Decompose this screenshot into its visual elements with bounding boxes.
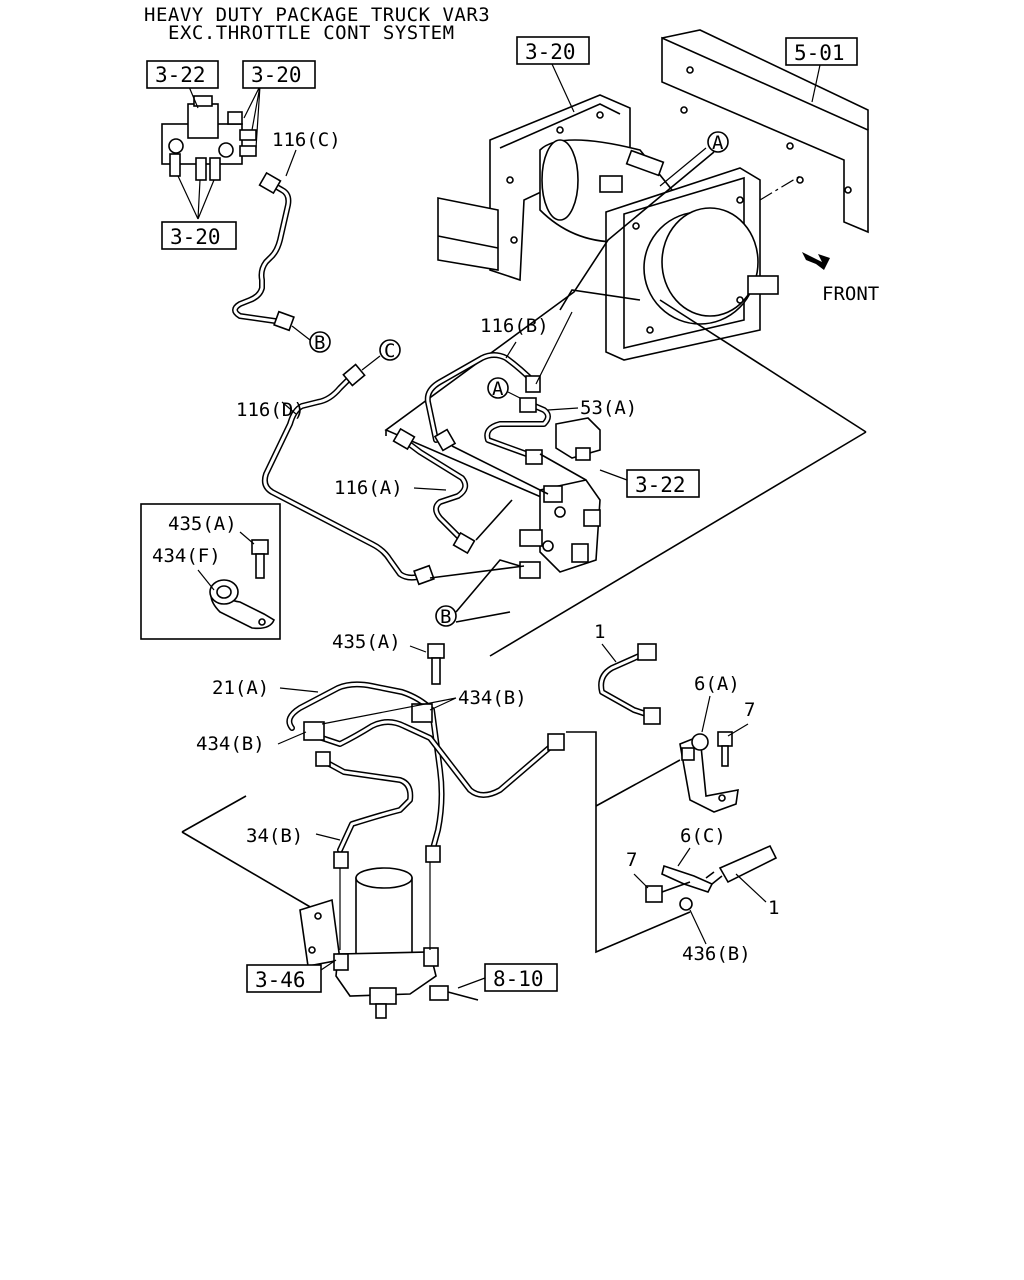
air-dryer <box>299 867 439 1019</box>
hose-1-top <box>598 643 661 725</box>
ref-box-3-22-mid[interactable]: 3-22 <box>626 469 700 498</box>
valve-assembly-top-left <box>161 95 257 181</box>
pipe-116c <box>232 171 295 332</box>
callout-letter: B <box>314 332 325 354</box>
ref-box-3-20-top-left[interactable]: 3-20 <box>242 60 316 89</box>
ref-box-5-01[interactable]: 5-01 <box>785 37 858 66</box>
label-434b-right: 434(B) <box>458 687 527 709</box>
ref-box-3-22-top[interactable]: 3-22 <box>146 60 219 89</box>
valve-block-middle <box>519 479 601 579</box>
label-21a: 21(A) <box>212 677 269 699</box>
inset-clip-detail: 435(A) 434(F) <box>140 503 281 640</box>
callout-a-top: A <box>707 131 729 154</box>
ref-label: 3-20 <box>170 225 221 249</box>
label-434b-left: 434(B) <box>196 733 265 755</box>
label-7-top: 7 <box>744 699 755 721</box>
label-6a: 6(A) <box>694 673 740 695</box>
bracket-6a <box>679 731 739 813</box>
pipe-53a-hose <box>484 397 601 465</box>
label-436b: 436(B) <box>682 943 751 965</box>
callout-a-mid: A <box>487 377 509 400</box>
label-1-bottom: 1 <box>768 897 779 919</box>
callout-letter: C <box>384 340 395 362</box>
label-7-bottom: 7 <box>626 849 637 871</box>
label-434f: 434(F) <box>152 545 221 567</box>
ref-label: 3-46 <box>255 968 306 992</box>
ref-label: 5-01 <box>794 41 845 65</box>
label-53a: 53(A) <box>580 397 637 419</box>
pipe-116d <box>261 363 435 586</box>
lever-6c-assembly <box>645 844 778 911</box>
label-116a: 116(A) <box>334 477 403 499</box>
label-34b: 34(B) <box>246 825 303 847</box>
label-116d: 116(D) <box>236 399 305 421</box>
frame-rail <box>661 29 869 234</box>
ref-label: 3-20 <box>525 40 576 64</box>
label-116b: 116(B) <box>480 315 549 337</box>
label-435a-inset: 435(A) <box>168 513 237 535</box>
label-116c: 116(C) <box>272 129 341 151</box>
bolt-435a <box>427 643 445 659</box>
ref-box-3-20-top[interactable]: 3-20 <box>516 36 590 65</box>
label-1-top: 1 <box>594 621 605 643</box>
callout-b-mid: B <box>435 605 457 628</box>
callout-letter: B <box>440 606 451 628</box>
header-line-1: HEAVY DUTY PACKAGE TRUCK VAR3 <box>144 4 490 26</box>
pipe-21a <box>286 681 565 869</box>
ref-label: 3-22 <box>155 63 206 87</box>
ref-box-8-10[interactable]: 8-10 <box>484 963 558 992</box>
pipe-116b <box>424 352 541 452</box>
front-arrow-icon <box>802 252 830 270</box>
pipe-116a <box>392 427 476 555</box>
brake-chamber <box>539 139 779 361</box>
callout-letter: A <box>712 132 724 154</box>
ref-label: 8-10 <box>493 967 544 991</box>
callout-letter: A <box>492 378 504 400</box>
ref-box-3-46[interactable]: 3-46 <box>246 964 322 993</box>
ref-label: 3-22 <box>635 473 686 497</box>
ref-box-3-20-left[interactable]: 3-20 <box>161 221 237 250</box>
label-435a: 435(A) <box>332 631 401 653</box>
label-6c: 6(C) <box>680 825 726 847</box>
header-line-2: EXC.THROTTLE CONT SYSTEM <box>168 22 455 44</box>
callout-b-top: B <box>309 331 331 354</box>
label-front: FRONT <box>822 283 879 305</box>
ref-label: 3-20 <box>251 63 302 87</box>
connector-8-10 <box>429 985 479 1001</box>
callout-c: C <box>379 339 401 362</box>
